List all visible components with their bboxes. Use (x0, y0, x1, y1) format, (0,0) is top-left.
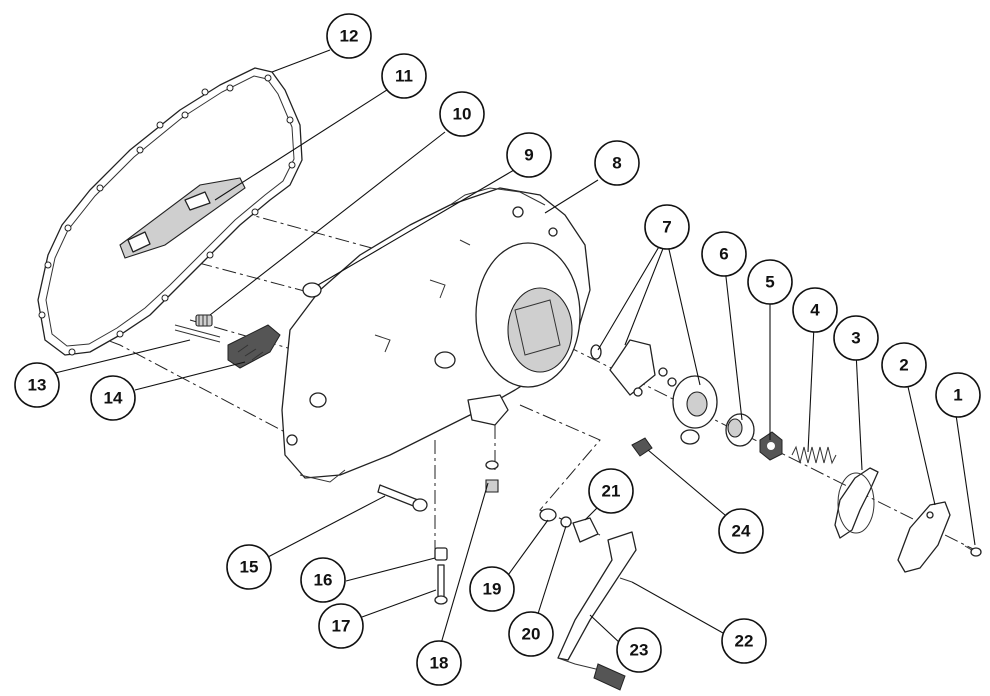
callout-label: 18 (430, 654, 449, 673)
ramp-assembly-part (590, 339, 718, 445)
screw-part (964, 545, 982, 557)
callout-1: 1 (935, 372, 981, 418)
coupling-part (725, 413, 755, 447)
callout-label: 7 (662, 218, 671, 237)
plug-part (485, 460, 499, 493)
callout-label: 5 (765, 273, 774, 292)
callout-label: 20 (522, 625, 541, 644)
callout-2: 2 (881, 342, 927, 388)
callout-label: 17 (332, 617, 351, 636)
callout-label: 16 (314, 571, 333, 590)
callout-5: 5 (747, 259, 793, 305)
callout-label: 24 (732, 522, 751, 541)
nut-part (759, 431, 783, 461)
cover-plate-part (897, 501, 951, 573)
nut-screw-part (434, 547, 448, 605)
seal-strip-part (119, 177, 246, 259)
callout-label: 2 (899, 356, 908, 375)
callout-19: 19 (469, 566, 515, 612)
callout-6: 6 (701, 231, 747, 277)
callout-9: 9 (506, 132, 552, 178)
spring-part (791, 445, 837, 465)
washer-bushing-part (539, 508, 599, 543)
dowel-part (302, 282, 322, 298)
primary-cover-part (281, 187, 591, 483)
callout-14: 14 (90, 375, 136, 421)
callout-21: 21 (588, 468, 634, 514)
callout-22: 22 (721, 618, 767, 664)
callout-label: 23 (630, 641, 649, 660)
spring-clip-part (195, 314, 213, 327)
callout-label: 12 (340, 27, 359, 46)
kick-lever-part (557, 531, 637, 691)
callout-label: 6 (719, 245, 728, 264)
callout-label: 21 (602, 482, 621, 501)
callout-label: 13 (28, 376, 47, 395)
callout-12: 12 (326, 13, 372, 59)
retaining-ring-part (834, 467, 879, 539)
callout-3: 3 (833, 315, 879, 361)
callout-18: 18 (416, 640, 462, 686)
callout-15: 15 (226, 544, 272, 590)
clip-part (631, 437, 653, 457)
callout-label: 22 (735, 632, 754, 651)
callout-17: 17 (318, 603, 364, 649)
callout-label: 14 (104, 389, 123, 408)
callout-11: 11 (381, 53, 427, 99)
callout-13: 13 (14, 362, 60, 408)
callout-label: 19 (483, 580, 502, 599)
callout-label: 1 (953, 386, 962, 405)
callout-7: 7 (644, 204, 690, 250)
callout-4: 4 (792, 287, 838, 333)
callout-label: 9 (524, 146, 533, 165)
callout-23: 23 (616, 627, 662, 673)
callout-10: 10 (439, 91, 485, 137)
callout-label: 11 (395, 67, 413, 86)
callout-16: 16 (300, 557, 346, 603)
pin-part (174, 324, 221, 343)
callout-24: 24 (718, 508, 764, 554)
inspection-pad-part (227, 324, 281, 369)
callout-label: 3 (851, 329, 860, 348)
callout-label: 10 (453, 105, 472, 124)
callout-8: 8 (594, 140, 640, 186)
long-bolt-part (377, 484, 428, 512)
callout-label: 15 (240, 558, 259, 577)
callout-label: 4 (810, 301, 820, 320)
callout-20: 20 (508, 611, 554, 657)
callout-label: 8 (612, 154, 621, 173)
leader-lines (54, 49, 976, 648)
